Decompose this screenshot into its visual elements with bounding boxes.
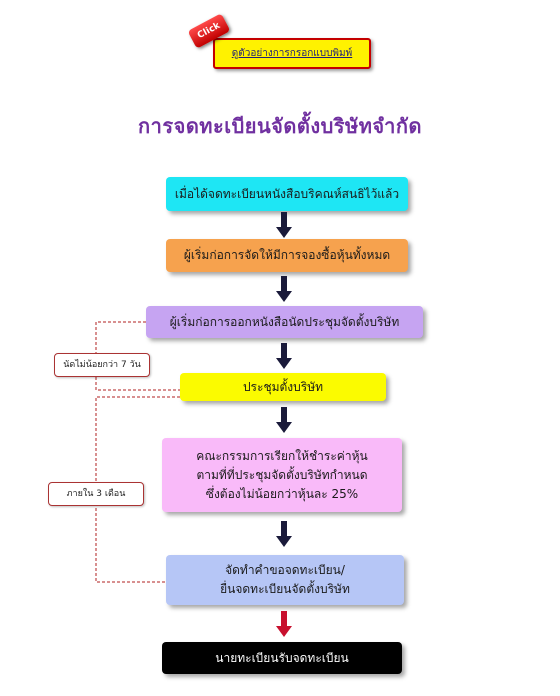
flow-step-4-text: ประชุมตั้งบริษัท (242, 379, 324, 394)
down-arrow-icon (276, 343, 292, 369)
notice-period-text: นัดไม่น้อยกว่า 7 วัน (63, 360, 141, 370)
down-arrow-icon (276, 407, 292, 433)
flow-step-4: ประชุมตั้งบริษัท (180, 373, 386, 401)
flow-step-7-text: นายทะเบียนรับจดทะเบียน (215, 650, 349, 665)
flow-step-5: คณะกรรมการเรียกให้ชำระค่าหุ้น ตามที่ที่ป… (162, 438, 402, 512)
filing-period-note: ภายใน 3 เดือน (48, 482, 144, 506)
notice-period-note: นัดไม่น้อยกว่า 7 วัน (54, 353, 150, 377)
down-arrow-icon (276, 212, 292, 238)
flow-step-3-text: ผู้เริ่มก่อการออกหนังสือนัดประชุมจัดตั้ง… (169, 314, 400, 329)
down-arrow-icon (276, 276, 292, 302)
flow-step-2: ผู้เริ่มก่อการจัดให้มีการจองซื้อหุ้นทั้ง… (166, 239, 408, 272)
page-title: การจดทะเบียนจัดตั้งบริษัทจำกัด (138, 114, 422, 138)
down-arrow-icon (276, 521, 292, 547)
flow-step-2-text: ผู้เริ่มก่อการจัดให้มีการจองซื้อหุ้นทั้ง… (183, 248, 391, 262)
example-form-link-text[interactable]: ดูตัวอย่างการกรอกแบบพิมพ์ (231, 48, 353, 59)
flow-step-7: นายทะเบียนรับจดทะเบียน (162, 642, 402, 674)
flow-step-1-text: เมื่อได้จดทะเบียนหนังสือบริคณห์สนธิไว้แล… (174, 186, 400, 201)
flow-step-6-line-2: ยื่นจดทะเบียนจัดตั้งบริษัท (220, 582, 350, 596)
flow-step-1: เมื่อได้จดทะเบียนหนังสือบริคณห์สนธิไว้แล… (166, 177, 408, 211)
down-arrow-icon (276, 611, 292, 637)
flow-step-6: จัดทำคำขอจดทะเบียน/ ยื่นจดทะเบียนจัดตั้ง… (166, 555, 404, 605)
flow-step-5-line-1: คณะกรรมการเรียกให้ชำระค่าหุ้น (196, 448, 368, 463)
flow-step-5-line-3: ซึ่งต้องไม่น้อยกว่าหุ้นละ 25% (205, 486, 359, 501)
notice-period-bracket (95, 321, 180, 391)
flow-step-3: ผู้เริ่มก่อการออกหนังสือนัดประชุมจัดตั้ง… (146, 306, 423, 338)
example-form-link[interactable]: ดูตัวอย่างการกรอกแบบพิมพ์ (213, 38, 371, 69)
filing-period-text: ภายใน 3 เดือน (66, 489, 126, 499)
flow-step-6-line-1: จัดทำคำขอจดทะเบียน/ (225, 563, 345, 577)
flow-step-5-line-2: ตามที่ที่ประชุมจัดตั้งบริษัทกำหนด (196, 467, 368, 482)
